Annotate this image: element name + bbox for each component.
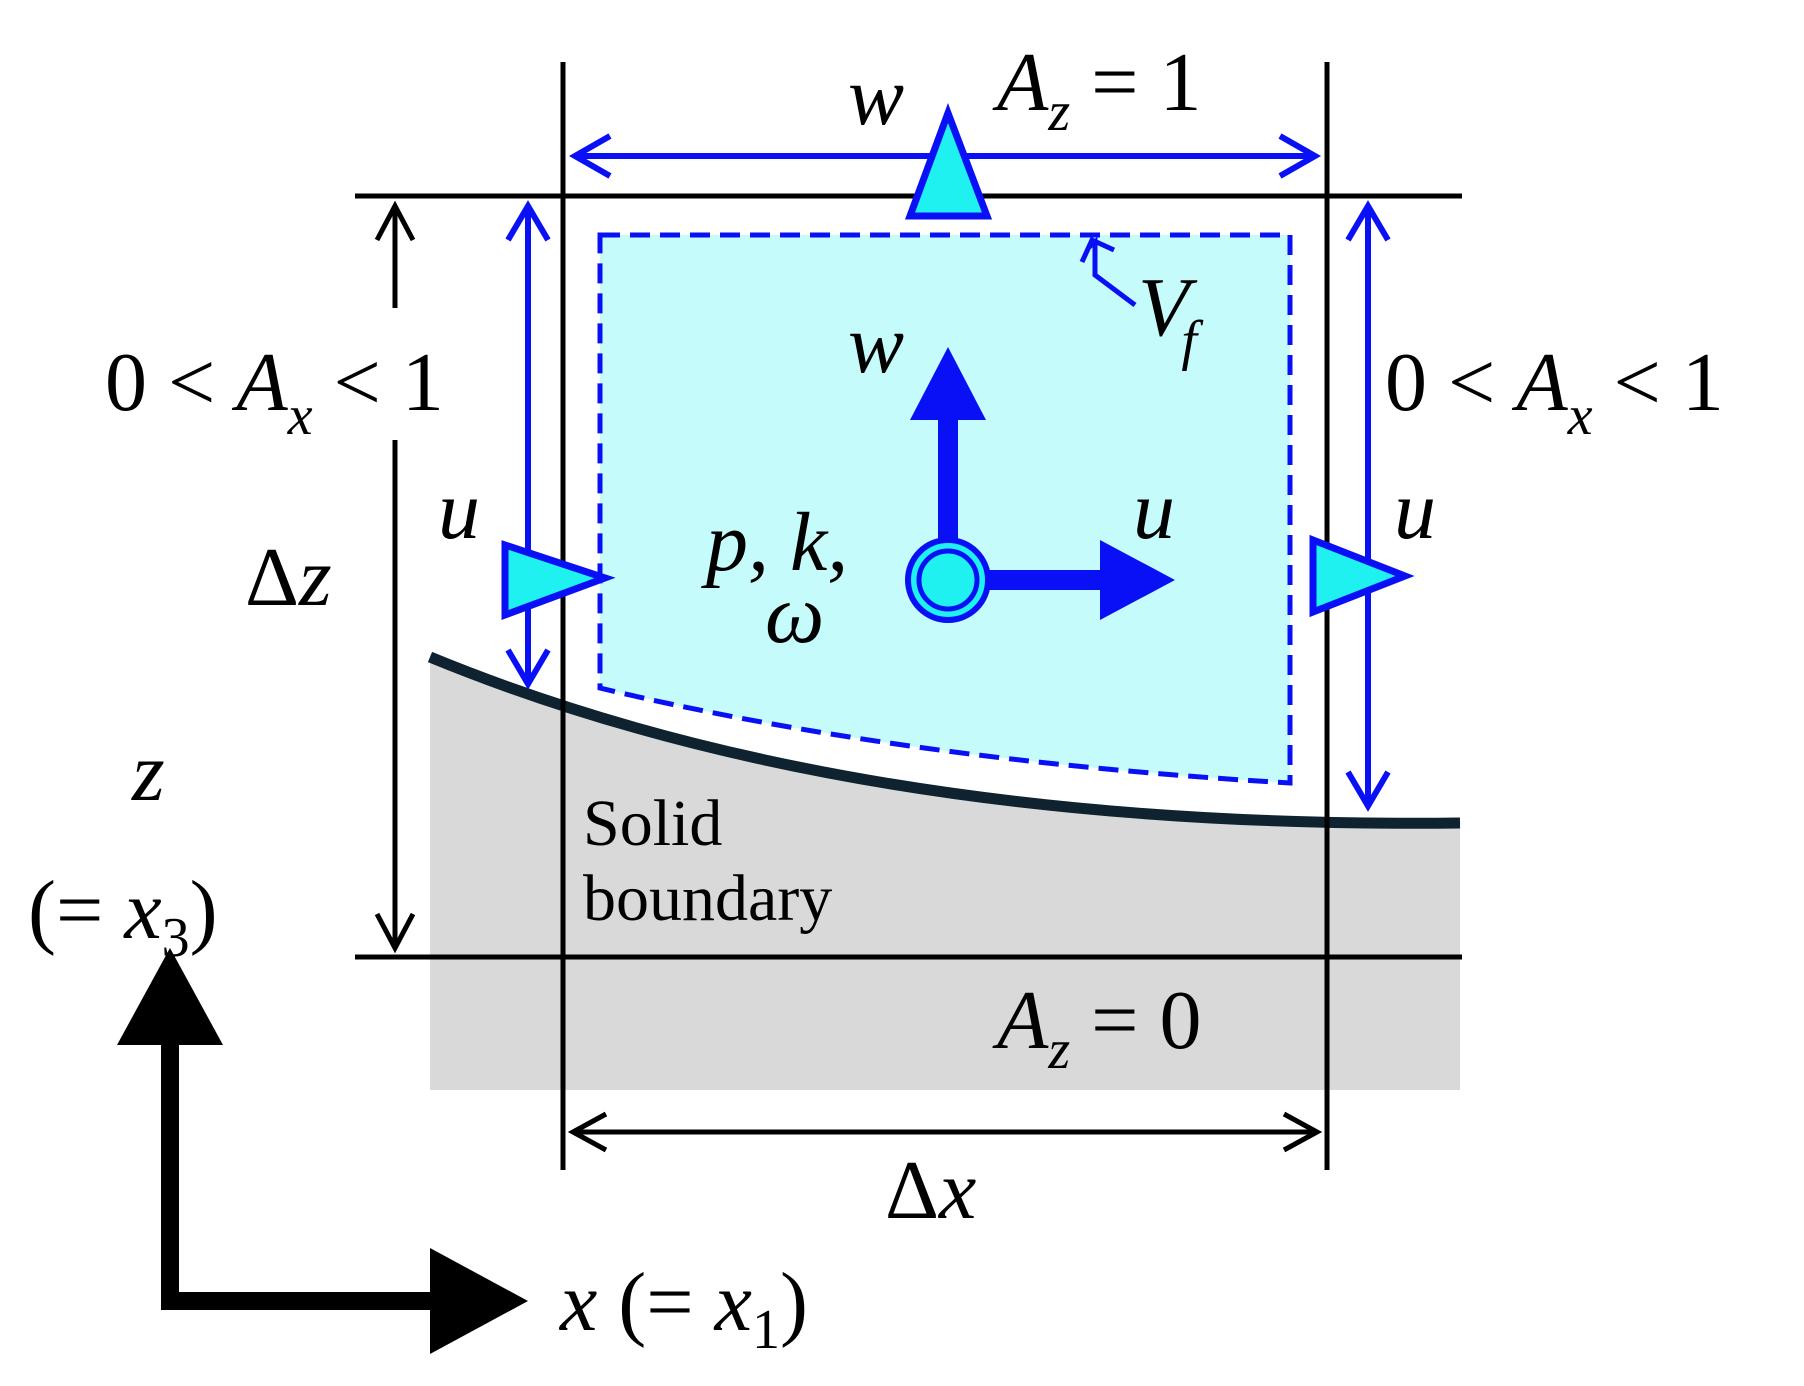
u-right-label: u: [1394, 464, 1436, 557]
solid-boundary-label-line2: boundary: [583, 862, 832, 935]
w-center-label: w: [848, 298, 904, 391]
delta-z-label: Δz: [245, 531, 332, 624]
ax-right-label: 0 < Ax < 1: [1385, 336, 1724, 447]
delta-x-label: Δx: [885, 1144, 976, 1237]
u-left-label: u: [438, 464, 480, 557]
u-center-label: u: [1133, 464, 1175, 557]
w-top-label: w: [848, 50, 904, 143]
scalars-label: p, k,: [701, 496, 848, 589]
x-axis-label: x (= x1): [558, 1256, 808, 1361]
z-axis-label: z: [131, 726, 165, 819]
center-w-arrow: [910, 347, 986, 540]
u-left-face-marker: [501, 540, 616, 621]
x-axis-arrow: [161, 1248, 528, 1354]
omega-label: ω: [765, 568, 824, 661]
delta-z-arrow: [374, 200, 416, 954]
cell-center-scalar-marker: [905, 537, 991, 623]
delta-x-arrow: [567, 1111, 1323, 1153]
u-right-face-marker: [1309, 534, 1415, 618]
center-u-arrow: [975, 540, 1175, 620]
az-bottom-label: Az = 0: [992, 974, 1201, 1081]
solid-boundary-curve: [427, 651, 1461, 829]
w-face-marker: [904, 103, 993, 220]
az-top-label: Az = 1: [992, 36, 1201, 143]
solid-region: [430, 655, 1460, 1090]
right-face-height-arrow: [1345, 200, 1391, 812]
z-axis-arrow: [117, 948, 223, 1310]
z-axis-definition: (= x3): [28, 864, 218, 969]
solid-boundary-label-line1: Solid: [583, 787, 722, 860]
ax-left-label: 0 < Ax < 1: [105, 336, 444, 447]
cell-grid-lines: [355, 62, 1462, 1170]
